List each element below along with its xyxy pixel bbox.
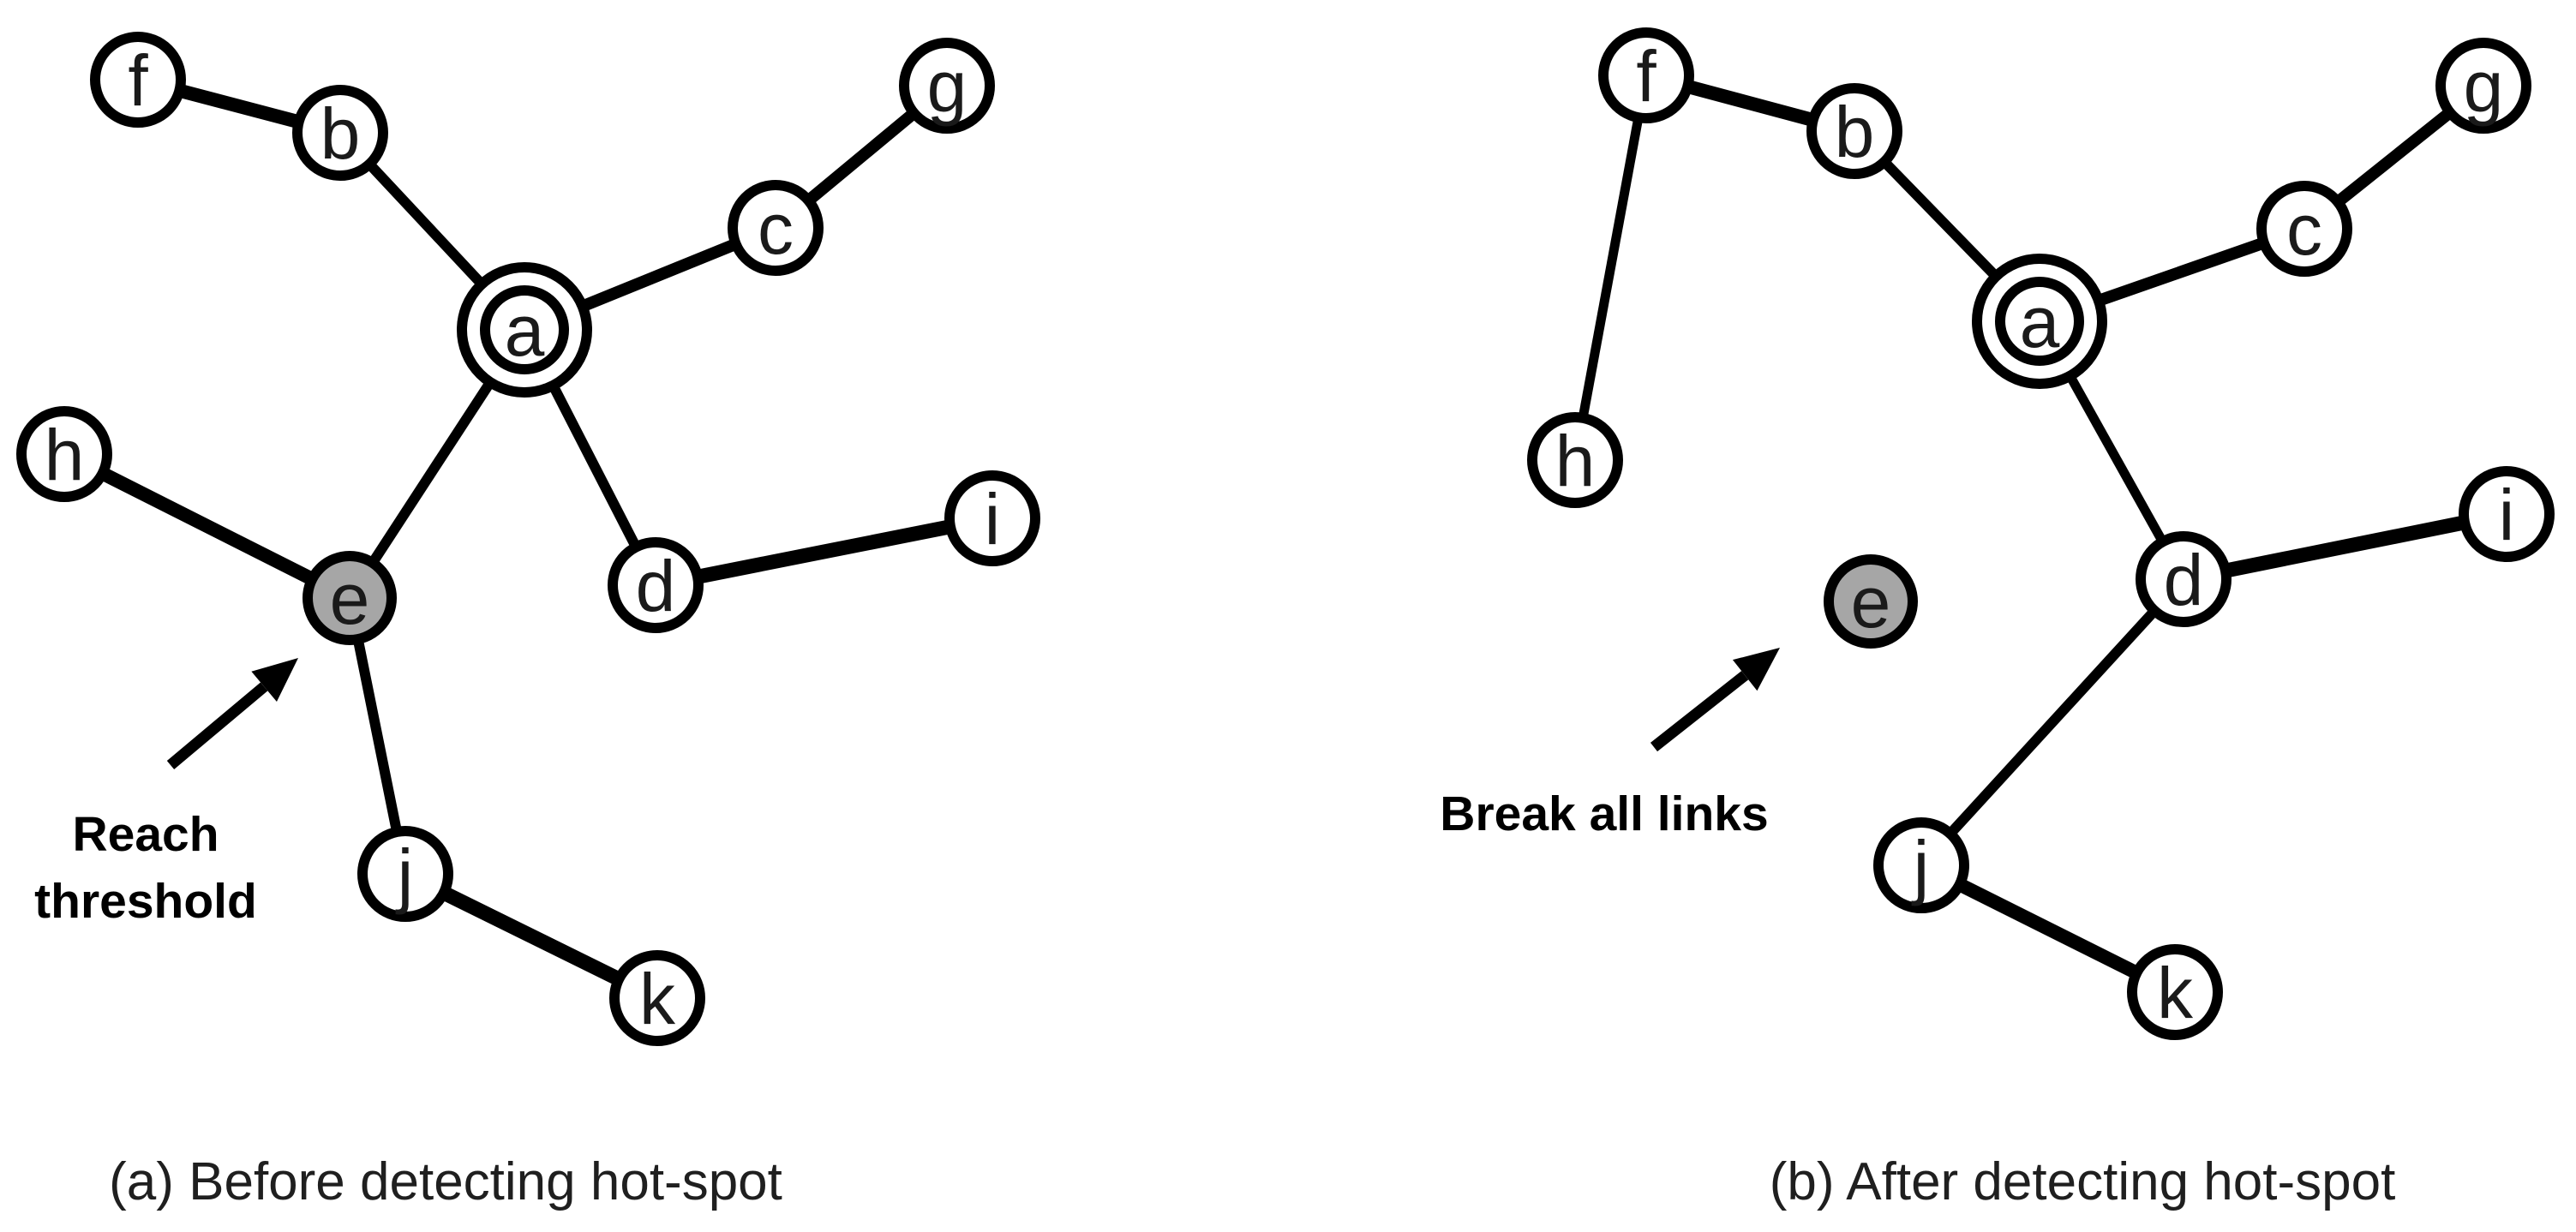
hotspot-node-circle: [1824, 554, 1918, 649]
node-label: e: [330, 559, 370, 639]
node-circle: [1598, 27, 1694, 123]
node-circle: [2459, 466, 2555, 562]
node-before-g: g: [899, 38, 995, 134]
panel-caption: (a) Before detecting hot-spot: [109, 1152, 782, 1211]
node-before-f: f: [90, 32, 186, 128]
node-label: g: [927, 46, 967, 127]
node-after-h: h: [1527, 412, 1623, 508]
node-circle: [2136, 531, 2232, 627]
annotation-arrow-head-icon: [1732, 648, 1780, 691]
node-after-k: k: [2127, 944, 2223, 1040]
node-label: c: [2286, 189, 2322, 270]
annotation-text-line: Reach: [72, 807, 219, 862]
node-circle: [90, 32, 186, 128]
node-circle: [357, 826, 453, 922]
hotspot-node-circle: [303, 551, 397, 645]
node-label: g: [2464, 46, 2504, 127]
node-circle: [2435, 38, 2531, 134]
node-before-c: c: [728, 180, 824, 276]
node-after-f: f: [1598, 27, 1694, 123]
edge-d-j: [1917, 575, 2188, 870]
node-before-e: e: [303, 551, 397, 645]
edge-d-i: [654, 511, 994, 593]
node-before-i: i: [944, 470, 1040, 566]
node-after-j: j: [1873, 817, 1969, 913]
node-circle: [608, 537, 704, 633]
node-label: k: [2157, 953, 2194, 1033]
node-before-b: b: [292, 85, 388, 181]
node-label: j: [1911, 826, 1930, 906]
annotation-text-line: threshold: [34, 874, 257, 929]
node-circle: [609, 950, 705, 1046]
node-after-d: d: [2136, 531, 2232, 627]
node-before-h: h: [16, 406, 112, 502]
node-circle: [1806, 83, 1902, 179]
node-after-a: a: [1972, 254, 2107, 389]
node-after-e: e: [1824, 554, 1918, 649]
node-before-d: d: [608, 537, 704, 633]
node-before-a: a: [457, 262, 592, 398]
edge-f-h: [1570, 75, 1651, 461]
annotation-arrow-shaft: [1650, 671, 1749, 752]
node-after-b: b: [1806, 83, 1902, 179]
node-after-i: i: [2459, 466, 2555, 562]
node-label: d: [2164, 540, 2204, 620]
node-label: c: [758, 188, 794, 269]
node-circle: [2127, 944, 2223, 1040]
edge-h-e: [61, 447, 353, 605]
panel-caption: (b) After detecting hot-spot: [1770, 1152, 2396, 1211]
node-label: d: [636, 546, 676, 626]
node-label: k: [639, 959, 676, 1039]
node-label: b: [1835, 92, 1875, 172]
node-circle: [899, 38, 995, 134]
node-label: f: [1636, 36, 1656, 117]
node-after-g: g: [2435, 38, 2531, 134]
node-label: e: [1851, 562, 1891, 643]
node-label: i: [985, 479, 1001, 559]
annotation-arrow-shaft: [166, 682, 268, 769]
annotation-text-line: Break all links: [1440, 786, 1768, 841]
root-node-inner-circle: [480, 285, 569, 374]
root-node-inner-circle: [1995, 277, 2084, 366]
node-label: i: [2499, 475, 2515, 555]
annotation-arrow-head-icon: [251, 658, 298, 703]
node-label: a: [505, 290, 545, 371]
panel-before: Reach threshold f b a c g h e d i j k (a) Before dete…: [16, 32, 1040, 1211]
node-circle: [1527, 412, 1623, 508]
node-label: h: [45, 415, 85, 495]
node-circle: [292, 85, 388, 181]
panel-after: Break all links f b a c g h e d i j k (b) After dete…: [1440, 27, 2555, 1211]
node-circle: [728, 180, 824, 276]
node-before-j: j: [357, 826, 453, 922]
node-label: f: [128, 40, 148, 121]
node-circle: [2256, 181, 2352, 277]
node-after-c: c: [2256, 181, 2352, 277]
node-circle: [944, 470, 1040, 566]
node-label: a: [2020, 282, 2060, 362]
node-label: j: [395, 834, 414, 915]
edge-d-i: [2182, 506, 2508, 587]
node-label: b: [321, 93, 361, 174]
node-label: h: [1555, 421, 1596, 501]
node-before-k: k: [609, 950, 705, 1046]
node-circle: [16, 406, 112, 502]
node-circle: [1873, 817, 1969, 913]
